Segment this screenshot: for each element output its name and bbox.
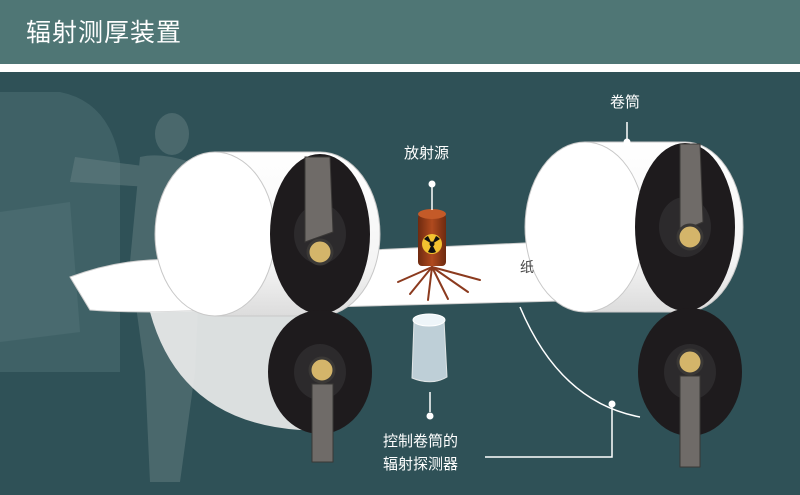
label-detector-line2: 辐射探测器 <box>383 455 459 473</box>
roller-bracket-upper-right <box>676 143 704 251</box>
roller-bracket-lower-right <box>676 348 704 468</box>
roller-upper-left <box>154 151 381 317</box>
label-detector-line1: 控制卷筒的 <box>383 432 459 450</box>
header-bar: 辐射测厚装置 <box>0 0 800 64</box>
background-machine <box>0 92 120 372</box>
roller-bracket-lower-left <box>308 356 336 463</box>
radiation-symbol-icon <box>422 234 442 254</box>
radiation-rays <box>397 266 481 301</box>
roller-bracket-upper-left <box>304 156 334 266</box>
label-paper: 纸 <box>520 260 534 276</box>
leader-dots <box>426 138 631 420</box>
paper-edge-lower-right <box>519 306 641 418</box>
radiation-source <box>418 209 446 266</box>
page-title: 辐射测厚装置 <box>26 18 183 47</box>
radiation-detector <box>411 313 448 383</box>
thickness-gauge-diagram <box>0 92 744 482</box>
roller-upper-right <box>524 141 744 313</box>
label-radiation-source: 放射源 <box>404 144 450 162</box>
label-roll: 卷筒 <box>610 93 641 111</box>
